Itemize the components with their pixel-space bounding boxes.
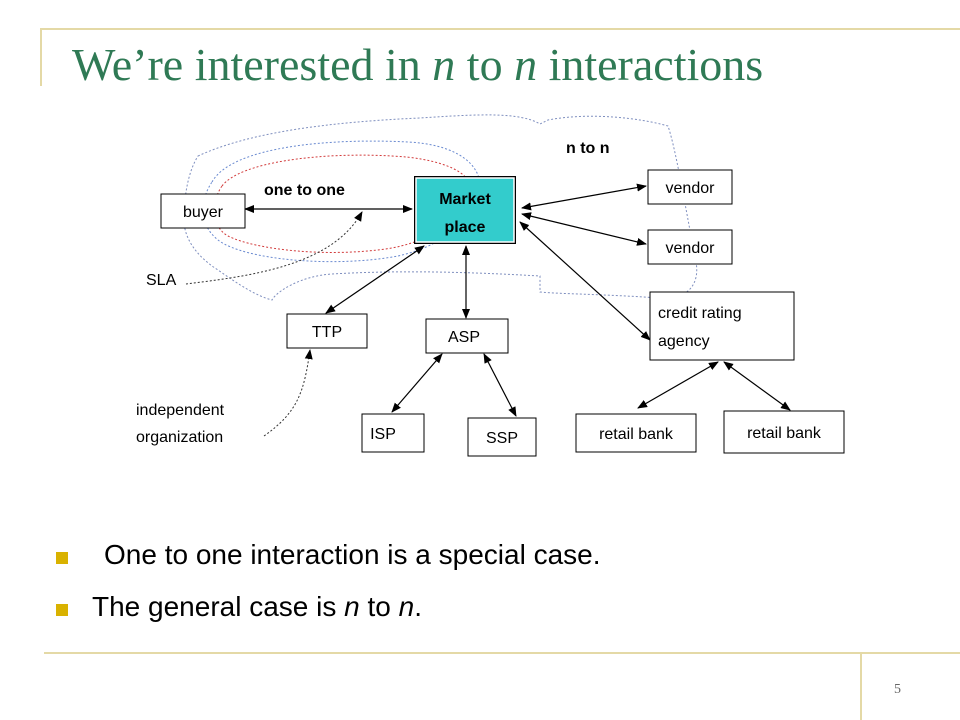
title-n-first: n bbox=[432, 39, 456, 90]
bullet-text-1: One to one interaction is a special case… bbox=[104, 539, 601, 570]
bullet-marker-2 bbox=[56, 604, 68, 616]
frame-bottom-line bbox=[44, 652, 960, 654]
vendor-2-label: vendor bbox=[666, 240, 716, 257]
buyer-label: buyer bbox=[183, 204, 224, 221]
asp-isp-arrow bbox=[391, 353, 443, 413]
isp-node: ISP bbox=[361, 413, 425, 453]
ssp-node: SSP bbox=[467, 417, 537, 457]
sla-arrow bbox=[185, 211, 363, 285]
frame-top-line bbox=[40, 28, 960, 30]
bullet-marker-1 bbox=[56, 552, 68, 564]
retail-bank-1-label: retail bank bbox=[599, 426, 674, 443]
marketplace-label-line1: Market bbox=[439, 191, 491, 208]
marketplace-node: Market place bbox=[414, 176, 516, 244]
independent-organization-arrow bbox=[263, 349, 313, 437]
sla-label: SLA bbox=[146, 272, 177, 289]
marketplace-label-line2: place bbox=[445, 219, 486, 236]
title-prefix: We’re interested in bbox=[72, 39, 433, 90]
credit-rating-agency-node: credit rating agency bbox=[649, 291, 795, 361]
frame-left-line bbox=[40, 28, 42, 86]
credit-rating-label-line1: credit rating bbox=[658, 305, 742, 322]
retail-bank-node-1: retail bank bbox=[575, 413, 697, 453]
bullet-2-suffix: . bbox=[414, 591, 422, 622]
credit-rating-label-line2: agency bbox=[658, 333, 710, 350]
credit-rating-retail-bank1-arrow bbox=[637, 361, 719, 409]
marketplace-ttp-arrow bbox=[325, 245, 425, 314]
independent-org-label-line1: independent bbox=[136, 402, 225, 419]
retail-bank-node-2: retail bank bbox=[723, 410, 845, 454]
asp-ssp-arrow bbox=[483, 353, 517, 417]
frame-right-line bbox=[860, 654, 862, 720]
bullet-2-prefix: The general case is bbox=[92, 591, 345, 622]
marketplace-vendor1-arrow bbox=[521, 183, 647, 211]
vendor-1-label: vendor bbox=[666, 180, 716, 197]
bullet-2-n-first: n bbox=[344, 591, 360, 622]
page-title: We’re interested in n to n interactions bbox=[72, 38, 763, 91]
one-to-one-blue-boundary bbox=[202, 140, 481, 263]
asp-node: ASP bbox=[425, 318, 509, 354]
isp-label: ISP bbox=[370, 426, 396, 443]
marketplace-vendor2-arrow bbox=[521, 212, 647, 246]
title-mid: to bbox=[455, 39, 515, 90]
ttp-node: TTP bbox=[286, 313, 368, 349]
credit-rating-retail-bank2-arrow bbox=[723, 361, 791, 411]
marketplace-credit-rating-arrow bbox=[519, 221, 651, 341]
one-to-one-label: one to one bbox=[264, 182, 345, 199]
asp-label: ASP bbox=[448, 329, 480, 346]
buyer-node: buyer bbox=[160, 193, 246, 229]
retail-bank-2-label: retail bank bbox=[747, 425, 822, 442]
ssp-label: SSP bbox=[486, 430, 518, 447]
page-number: 5 bbox=[894, 682, 901, 697]
independent-org-label-line2: organization bbox=[136, 429, 223, 446]
vendor-node-2: vendor bbox=[647, 229, 733, 265]
bullet-2-n-second: n bbox=[398, 591, 415, 622]
vendor-node-1: vendor bbox=[647, 169, 733, 205]
bullet-text-2: The general case is n to n. bbox=[92, 591, 422, 623]
title-suffix: interactions bbox=[537, 39, 764, 90]
ttp-label: TTP bbox=[312, 324, 342, 341]
n-to-n-label: n to n bbox=[566, 140, 610, 157]
bullet-2-mid: to bbox=[359, 591, 399, 622]
title-n-second: n bbox=[514, 39, 538, 90]
